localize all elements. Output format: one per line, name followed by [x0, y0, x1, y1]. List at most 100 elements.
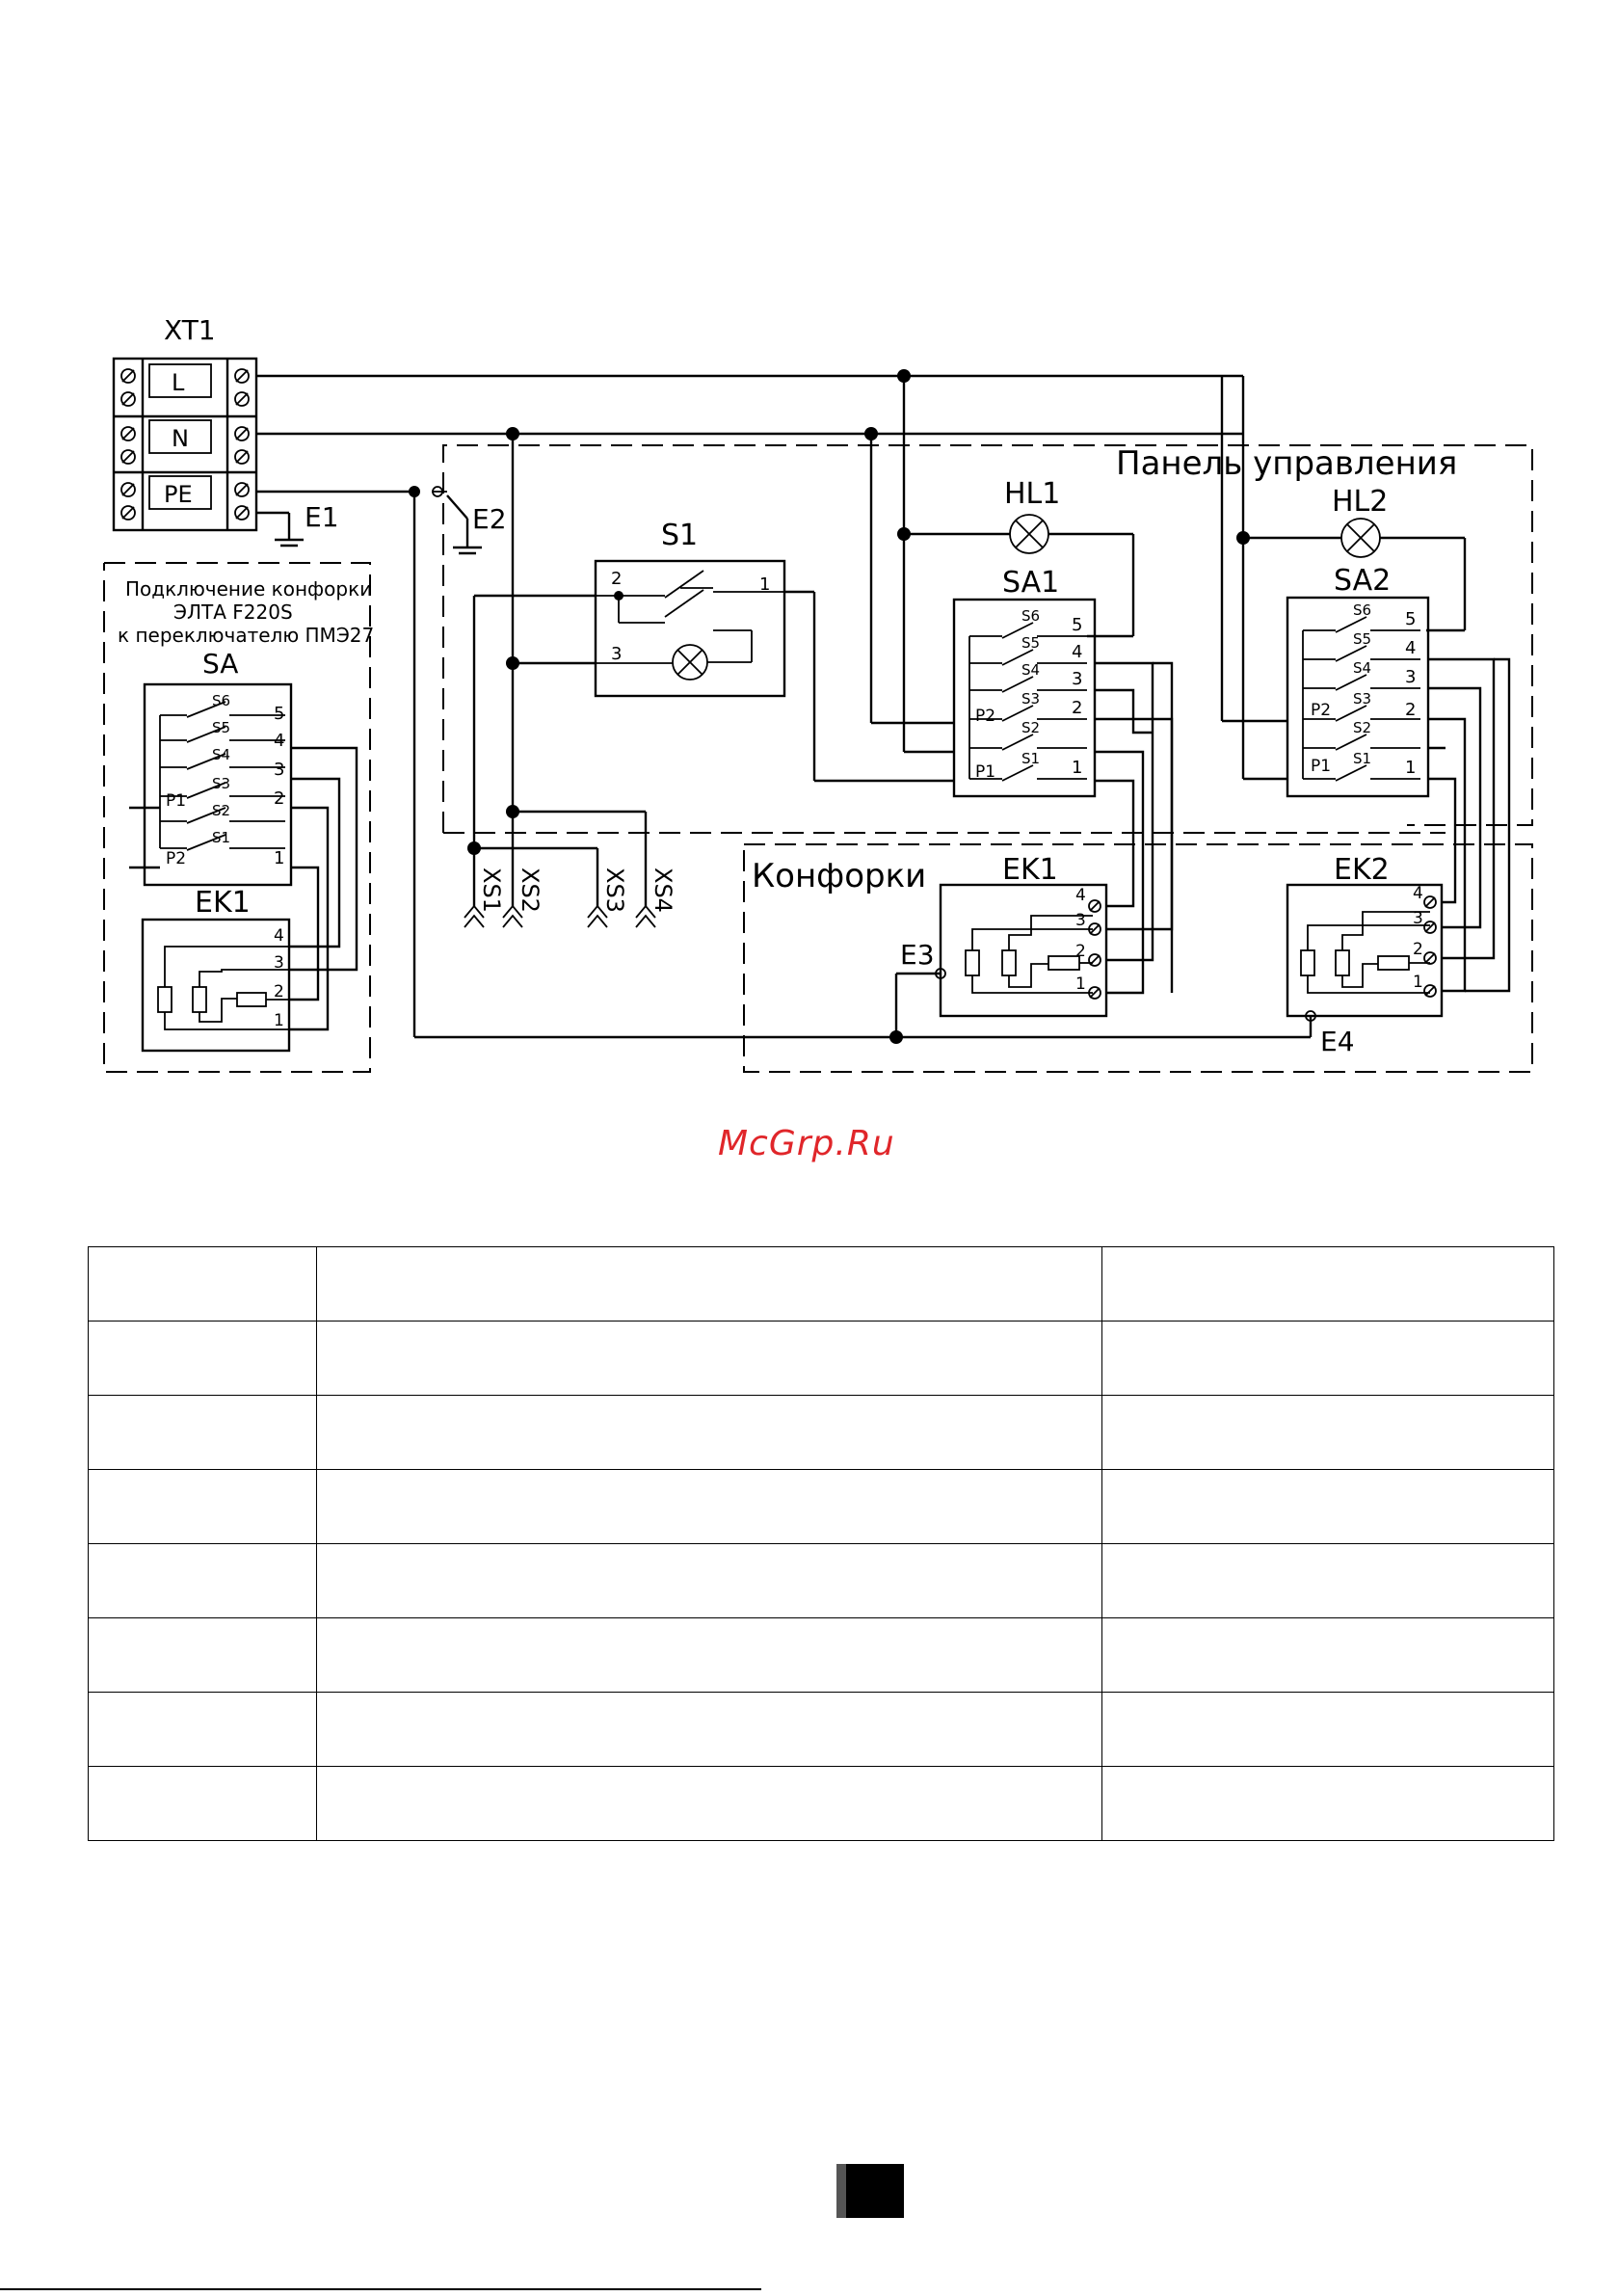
table-cell: [88, 1692, 317, 1767]
inset-switch-title: SA: [202, 648, 238, 680]
lamp-hl1: HL1: [904, 477, 1135, 638]
table-cell: [88, 1469, 317, 1544]
inset-caption-line-2: ЭЛТА F220S: [173, 601, 293, 624]
s1-pin3: 3: [611, 644, 622, 664]
table-row: [88, 1543, 1554, 1618]
table-row: [88, 1395, 1554, 1470]
sa2-terminal-5: 5: [1405, 609, 1416, 629]
table-cell: [1101, 1246, 1554, 1322]
inset-contact-s1: S1: [212, 829, 230, 846]
inset-relay-p1: P1: [166, 791, 186, 811]
xt1-title: XT1: [164, 314, 216, 346]
control-panel-label: Панель управления: [1116, 444, 1457, 483]
ek2-terminal-3: 3: [1413, 909, 1423, 928]
e2-label: E2: [472, 503, 507, 535]
socket-xs3: XS3: [601, 868, 628, 913]
ek1-terminal-4: 4: [1075, 886, 1086, 905]
table-row: [88, 1469, 1554, 1544]
lamp-hl2: HL2: [1243, 485, 1467, 632]
sa2-contact-s2: S2: [1353, 719, 1371, 736]
burners-boundary: Конфорки: [743, 843, 1533, 1073]
sa2-contact-s1: S1: [1353, 750, 1371, 767]
table-row: [88, 1246, 1554, 1322]
switch-feeds: [869, 376, 1287, 781]
switch-s1: S1 2 1 3: [472, 519, 954, 848]
ek2-terminal-2: 2: [1413, 940, 1423, 959]
burner-ek1: EK1 4 3 2 1 E3: [900, 661, 1174, 1018]
sa2-contact-s5: S5: [1353, 630, 1371, 648]
inset-ek1-terminal-1: 1: [274, 1011, 284, 1030]
table-cell: [316, 1543, 1102, 1618]
inset-terminal-5: 5: [274, 704, 284, 724]
switch-sa2: SA2 S6 S5 S4 S3 S2 S1 P2 P1 5 4 3 2 1: [1286, 564, 1430, 798]
ground-e2: E2: [432, 486, 507, 555]
ek2-title: EK2: [1334, 853, 1390, 887]
s1-title: S1: [661, 519, 698, 552]
terminal-block-xt1: XT1 L N PE E1: [112, 314, 339, 547]
ek2-terminal-4: 4: [1413, 884, 1423, 903]
sa1-contact-s4: S4: [1021, 661, 1040, 679]
page-number-block: [836, 2164, 904, 2218]
s1-pin2: 2: [611, 569, 622, 589]
table-cell: [1101, 1766, 1554, 1841]
sa1-contact-s1: S1: [1021, 750, 1040, 767]
table-cell: [316, 1692, 1102, 1767]
inset-terminal-1: 1: [274, 848, 284, 868]
ek1-terminal-2: 2: [1075, 942, 1086, 961]
ek1-title: EK1: [1002, 853, 1058, 887]
sa1-title: SA1: [1002, 566, 1059, 600]
sa2-contact-s4: S4: [1353, 659, 1371, 677]
inset-terminal-4: 4: [274, 731, 284, 751]
sa2-terminal-1: 1: [1405, 758, 1416, 778]
sa1-contact-s6: S6: [1021, 607, 1040, 625]
table-cell: [316, 1246, 1102, 1322]
table-cell: [1101, 1692, 1554, 1767]
socket-xs4: XS4: [650, 868, 676, 913]
supply-wires: [256, 374, 1313, 1039]
table-cell: [316, 1617, 1102, 1693]
hl1-label: HL1: [1004, 477, 1060, 511]
inset-ek1-terminal-4: 4: [274, 926, 284, 946]
sa2-title: SA2: [1334, 564, 1391, 598]
inset-contact-s3: S3: [212, 775, 230, 792]
sa1-contact-s5: S5: [1021, 634, 1040, 652]
ek1-terminal-3: 3: [1075, 911, 1086, 930]
sa1-terminal-4: 4: [1072, 642, 1082, 662]
inset-connection: Подключение конфорки ЭЛТА F220S к перекл…: [103, 562, 374, 1073]
table-row: [88, 1766, 1554, 1841]
table-row: [88, 1692, 1554, 1767]
terminal-n-label: N: [172, 425, 189, 452]
sa1-contact-s2: S2: [1021, 719, 1040, 736]
inset-contact-s4: S4: [212, 746, 230, 763]
table-cell: [88, 1321, 317, 1396]
sa2-terminal-3: 3: [1405, 667, 1416, 687]
inset-contact-s6: S6: [212, 692, 230, 709]
e4-label: E4: [1320, 1026, 1355, 1057]
table-row: [88, 1321, 1554, 1396]
inset-terminal-2: 2: [274, 788, 284, 809]
neutral-bus: [409, 427, 648, 906]
inset-relay-p2: P2: [166, 849, 186, 868]
s1-pin1: 1: [759, 574, 770, 595]
bottom-rule: [0, 2288, 761, 2290]
inset-caption-line-3: к переключателю ПМЭ27: [118, 624, 374, 647]
ek1-terminal-1: 1: [1075, 974, 1086, 994]
burners-label: Конфорки: [752, 857, 926, 895]
hl2-label: HL2: [1332, 485, 1388, 519]
table-cell: [1101, 1469, 1554, 1544]
sa1-relay-p2: P2: [975, 707, 995, 726]
table-cell: [316, 1469, 1102, 1544]
table-cell: [88, 1395, 317, 1470]
socket-xs2: XS2: [517, 868, 544, 913]
e1-label: E1: [305, 501, 339, 533]
sa2-contact-s6: S6: [1353, 601, 1371, 619]
sa1-terminal-2: 2: [1072, 698, 1082, 718]
inset-ek1-terminal-2: 2: [274, 982, 284, 1001]
table-cell: [1101, 1321, 1554, 1396]
table-cell: [88, 1543, 317, 1618]
sa2-relay-p1: P1: [1311, 757, 1331, 776]
burner-ek2: EK2 4 3 2 1 E4: [1286, 657, 1511, 1057]
sa2-contact-s3: S3: [1353, 690, 1371, 707]
table-cell: [1101, 1617, 1554, 1693]
inset-burner-title: EK1: [195, 886, 251, 920]
